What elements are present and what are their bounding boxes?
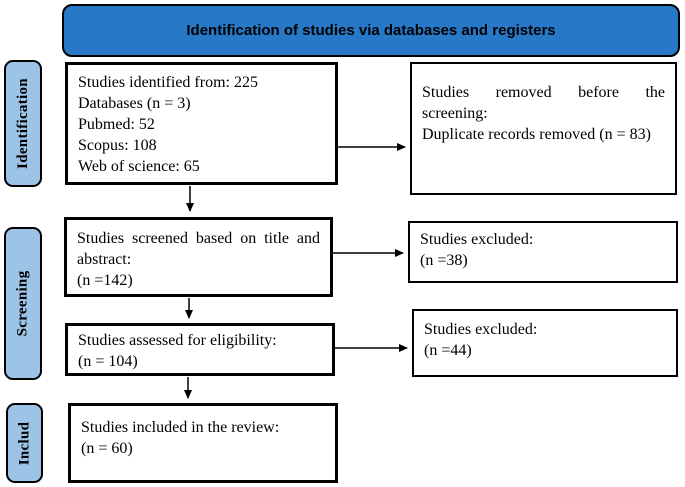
identified-line-5: Web of science: 65 xyxy=(78,158,200,175)
box-studies-identified: Studies identified from: 225 Databases (… xyxy=(65,62,338,185)
box-studies-excluded-screening: Studies excluded: (n =38) xyxy=(408,221,678,283)
excluded-screening-count: (n =38) xyxy=(420,252,468,269)
removed-line-1: Studies removed before the screening: xyxy=(422,84,665,122)
identified-line-1: Studies identified from: 225 xyxy=(78,74,258,91)
removed-line-2: Duplicate records removed (n = 83) xyxy=(422,126,651,143)
assessed-count: (n = 104) xyxy=(78,353,138,370)
excluded-eligibility-line-1: Studies excluded: xyxy=(424,321,538,338)
assessed-line-1: Studies assessed for eligibility: xyxy=(78,332,277,349)
box-studies-excluded-eligibility: Studies excluded: (n =44) xyxy=(412,309,678,377)
diagram-header: Identification of studies via databases … xyxy=(62,4,680,57)
stage-label-screening: Screening xyxy=(4,227,42,380)
included-line-1: Studies included in the review: xyxy=(81,419,280,436)
excluded-eligibility-count: (n =44) xyxy=(424,342,472,359)
screened-line-1: Studies screened based on title and abst… xyxy=(77,230,320,268)
excluded-screening-line-1: Studies excluded: xyxy=(420,231,534,248)
diagram-header-title: Identification of studies via databases … xyxy=(186,22,556,39)
included-count: (n = 60) xyxy=(81,440,133,457)
box-studies-removed: Studies removed before the screening: Du… xyxy=(410,62,677,195)
stage-label-included-text: Includ xyxy=(16,421,32,465)
identified-line-3: Pubmed: 52 xyxy=(78,116,155,133)
stage-label-included: Includ xyxy=(6,403,43,483)
screened-count: (n =142) xyxy=(77,272,133,289)
box-studies-screened: Studies screened based on title and abst… xyxy=(64,217,333,297)
identified-line-2: Databases (n = 3) xyxy=(78,95,191,112)
box-studies-assessed: Studies assessed for eligibility: (n = 1… xyxy=(65,323,335,376)
identified-line-4: Scopus: 108 xyxy=(78,137,157,154)
box-studies-included: Studies included in the review: (n = 60) xyxy=(68,403,338,483)
stage-label-screening-text: Screening xyxy=(14,270,31,337)
stage-label-identification: Identification xyxy=(4,60,42,187)
stage-label-identification-text: Identification xyxy=(14,78,31,169)
